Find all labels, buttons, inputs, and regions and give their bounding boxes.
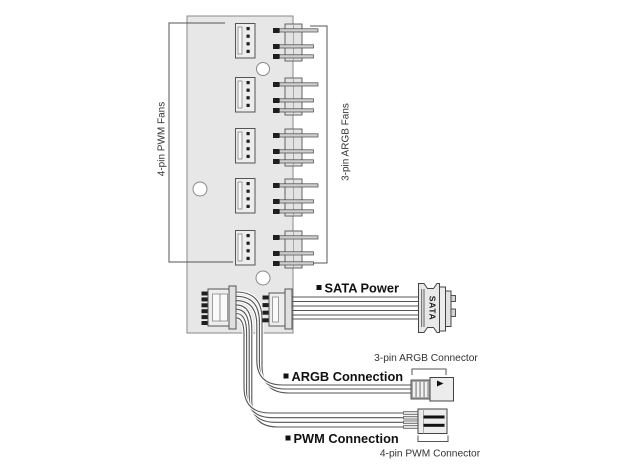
pwm-fan-header-1 bbox=[235, 23, 256, 59]
argb-connector-label: 3-pin ARGB Connector bbox=[374, 353, 478, 364]
breakout-cable-bundle bbox=[235, 290, 412, 429]
argb-connector-bracket bbox=[411, 368, 447, 375]
mounting-hole-3 bbox=[255, 270, 271, 286]
argb-connection-bullet bbox=[283, 373, 289, 379]
sata-connector-label: SATA bbox=[428, 296, 438, 321]
pwm-wire-4 bbox=[235, 317, 405, 414]
pwm-wire-1 bbox=[235, 304, 405, 428]
pwm-fan-header-3 bbox=[235, 128, 256, 164]
arrow-icon bbox=[437, 380, 444, 387]
pwm-connector-bracket bbox=[417, 435, 449, 442]
sata-power-label: SATA Power bbox=[325, 281, 399, 296]
pwm-connection-label: PWM Connection bbox=[294, 431, 399, 446]
sata-connector: SATA bbox=[418, 283, 456, 333]
pwm-fan-header-2 bbox=[235, 77, 256, 113]
argb-wire-1 bbox=[235, 291, 412, 394]
pwm-wire-2 bbox=[235, 308, 405, 423]
pwm-wire-3 bbox=[235, 312, 405, 419]
argb-fans-bracket bbox=[310, 25, 328, 264]
board-sata-connector bbox=[262, 288, 293, 330]
pwm-fans-bracket bbox=[168, 22, 233, 263]
pwm-breakout-connector bbox=[403, 408, 448, 434]
pwm-fans-label: 4-pin PWM Fans bbox=[157, 102, 168, 176]
pwm-connection-bullet bbox=[285, 435, 291, 441]
argb-breakout-connector bbox=[410, 377, 454, 402]
fan-hub-board bbox=[186, 15, 294, 334]
argb-fans-label: 3-pin ARGB Fans bbox=[341, 103, 352, 181]
argb-wire-3 bbox=[235, 300, 412, 386]
pwm-fan-header-5 bbox=[235, 230, 256, 266]
sata-power-wires bbox=[292, 296, 420, 320]
argb-wire-2 bbox=[235, 295, 412, 390]
argb-connection-label: ARGB Connection bbox=[292, 369, 404, 384]
mounting-hole-2 bbox=[192, 181, 208, 197]
sata-power-bullet bbox=[316, 285, 322, 290]
pwm-connector-label: 4-pin PWM Connector bbox=[380, 449, 481, 460]
board-breakout-connector bbox=[201, 285, 237, 330]
pwm-fan-header-4 bbox=[235, 178, 256, 214]
mounting-hole-1 bbox=[256, 62, 270, 76]
